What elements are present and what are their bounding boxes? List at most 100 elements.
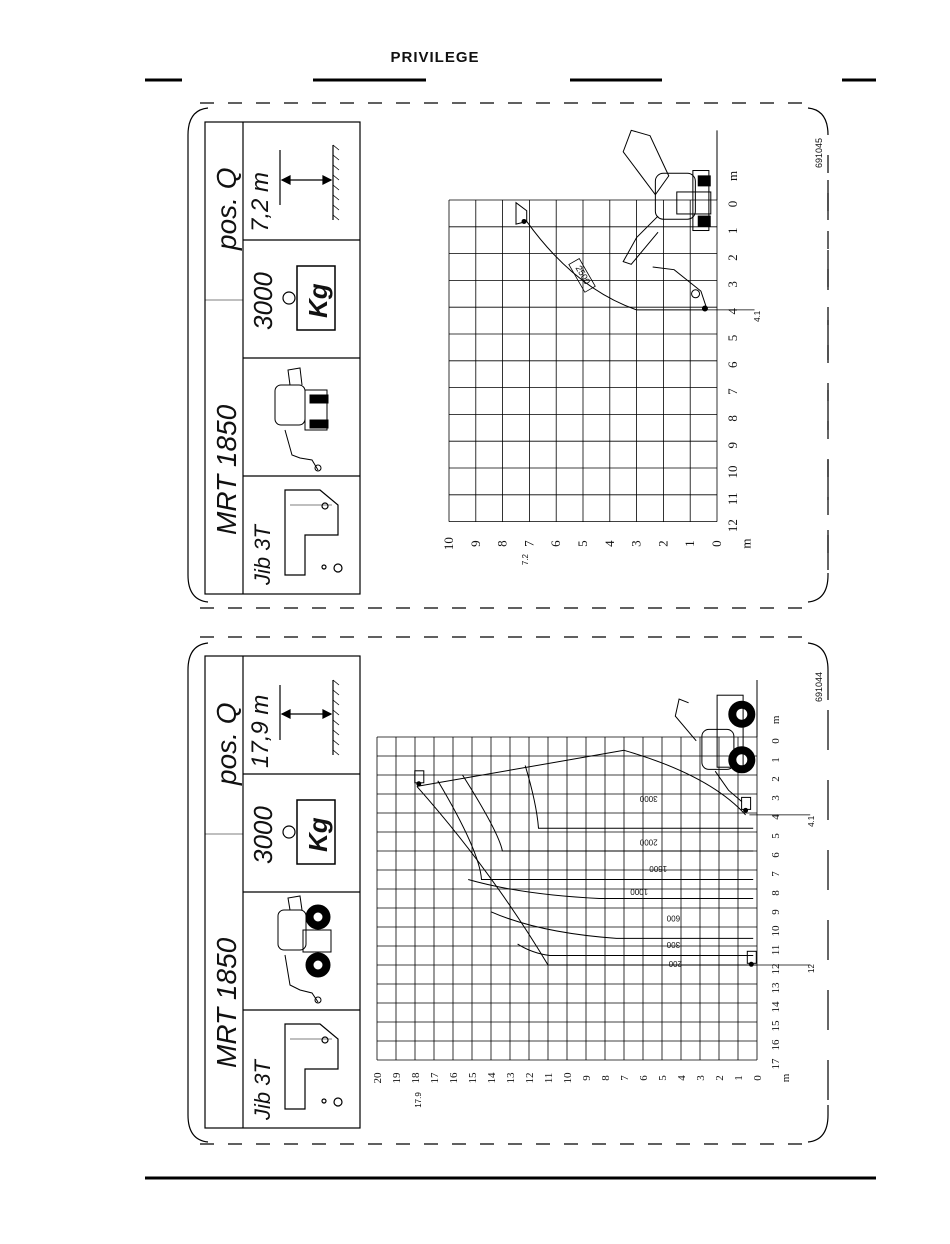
y-tick-label: 10	[562, 1072, 574, 1084]
y-tick-label: 5	[575, 540, 590, 547]
height-marker-label: 7.2	[521, 553, 530, 565]
x-tick-label: 2	[725, 254, 740, 261]
y-tick-label: 15	[467, 1072, 479, 1084]
x-tick-label: 7	[770, 871, 782, 877]
x-tick-label: 3	[770, 795, 782, 801]
load-envelope-outer	[416, 749, 754, 966]
model-name: MRT 1850	[211, 404, 242, 535]
telehandler-machine-icon	[674, 694, 756, 802]
height-dimension-icon	[279, 144, 340, 221]
y-tick-label: 0	[709, 540, 724, 547]
brand-logo-text: PRIVILEGE	[390, 49, 479, 66]
y-tick-label: 7	[619, 1075, 631, 1081]
kg-weight-icon: Kg	[282, 799, 336, 865]
y-tick-label: 2	[714, 1075, 726, 1081]
telehandler-machine-icon	[622, 129, 712, 312]
x-tick-label: 8	[725, 415, 740, 422]
x-tick-label: 1	[725, 228, 740, 235]
grid	[448, 199, 718, 522]
y-tick-label: 9	[468, 540, 483, 547]
y-tick-label: 3	[629, 540, 644, 547]
x-tick-label: 11	[770, 945, 782, 956]
load-zone-label: 600	[666, 914, 680, 923]
y-tick-label: 12	[524, 1073, 536, 1084]
x-axis-unit: m	[770, 715, 782, 724]
jib-hook-icon	[515, 201, 528, 225]
load-zone-boundary	[490, 911, 754, 939]
reach-marker-label: 4.1	[753, 310, 762, 322]
load-diagram-lower: 01234567891011121314151617m0123456789101…	[372, 680, 816, 1108]
x-tick-label: 10	[725, 466, 740, 479]
stabilizer-extension: 17,9 m	[247, 695, 274, 768]
x-tick-label: 9	[725, 442, 740, 449]
title-table	[204, 121, 361, 595]
y-tick-label: 0	[752, 1075, 764, 1081]
capacity-value: 3000	[248, 806, 278, 864]
x-tick-label: 5	[725, 335, 740, 342]
y-tick-label: 6	[638, 1075, 650, 1081]
load-zone-boundary	[524, 765, 754, 829]
kg-weight-label: Kg	[303, 817, 333, 852]
x-tick-label: 15	[770, 1020, 782, 1032]
kg-weight-icon: Kg	[282, 265, 336, 331]
x-tick-label: 10	[770, 925, 782, 937]
y-tick-label: 14	[486, 1072, 498, 1084]
load-zone-boundary	[468, 879, 754, 899]
y-tick-label: 20	[372, 1072, 384, 1084]
y-tick-label: 3	[695, 1075, 707, 1081]
y-tick-label: 9	[581, 1075, 593, 1081]
jib-attachment-icon	[284, 489, 343, 576]
height-dimension-icon	[279, 679, 340, 756]
x-tick-label: 5	[770, 833, 782, 839]
load-zone-boundary-2500	[526, 221, 704, 311]
far-reach-marker-label: 12	[807, 964, 816, 973]
y-axis-unit: m	[780, 1073, 792, 1082]
machine-side-view-icon	[277, 895, 332, 1004]
load-chart-panel-lower: MRT 1850 pos. Q Jib 3T 3000 17,9 m Kg	[187, 636, 830, 1145]
panel-frame	[187, 636, 830, 1145]
x-tick-label: 8	[770, 890, 782, 896]
y-tick-label: 8	[495, 540, 510, 547]
x-tick-label: 12	[725, 519, 740, 532]
load-zone-label: 1000	[630, 887, 648, 896]
x-tick-label: 6	[770, 852, 782, 858]
position-label: pos. Q	[211, 703, 242, 786]
load-chart-panel-upper: MRT 1850 pos. Q Jib 3T 3000 7,2 m Kg	[187, 102, 830, 609]
x-tick-label: 4	[770, 814, 782, 820]
y-axis-unit: m	[738, 539, 753, 549]
y-tick-label: 11	[543, 1073, 555, 1084]
y-tick-label: 2	[655, 540, 670, 547]
title-table	[204, 655, 361, 1129]
y-tick-label: 10	[441, 537, 456, 550]
drawing-code: 691044	[814, 672, 824, 702]
y-tick-label: 4	[602, 540, 617, 547]
load-zone-boundary	[437, 780, 754, 880]
x-tick-label: 0	[725, 201, 740, 208]
attachment-label: Jib 3T	[250, 524, 275, 586]
jib-hook-icon	[746, 950, 757, 967]
near-reach-marker-label: 4.1	[807, 815, 816, 827]
height-marker-label: 17.9	[414, 1092, 423, 1108]
panel-frame	[187, 102, 830, 609]
attachment-label: Jib 3T	[250, 1059, 275, 1121]
stabilizer-extension: 7,2 m	[247, 172, 274, 232]
kg-weight-label: Kg	[303, 283, 333, 318]
x-tick-label: 14	[770, 1001, 782, 1013]
y-tick-label: 17	[429, 1072, 441, 1084]
x-tick-label: 13	[770, 982, 782, 994]
y-tick-label: 16	[448, 1072, 460, 1084]
x-tick-label: 7	[725, 388, 740, 395]
x-tick-label: 0	[770, 738, 782, 744]
x-tick-label: 12	[770, 964, 782, 975]
y-tick-label: 7	[521, 540, 536, 547]
drawing-code: 691045	[814, 138, 824, 168]
y-tick-label: 1	[733, 1075, 745, 1081]
x-tick-label: 3	[725, 281, 740, 288]
jib-attachment-icon	[284, 1023, 343, 1110]
load-zone-boundary	[462, 774, 754, 852]
x-tick-label: 11	[725, 493, 740, 506]
jib-hook-icon	[414, 770, 425, 787]
x-axis-unit: m	[725, 171, 740, 181]
